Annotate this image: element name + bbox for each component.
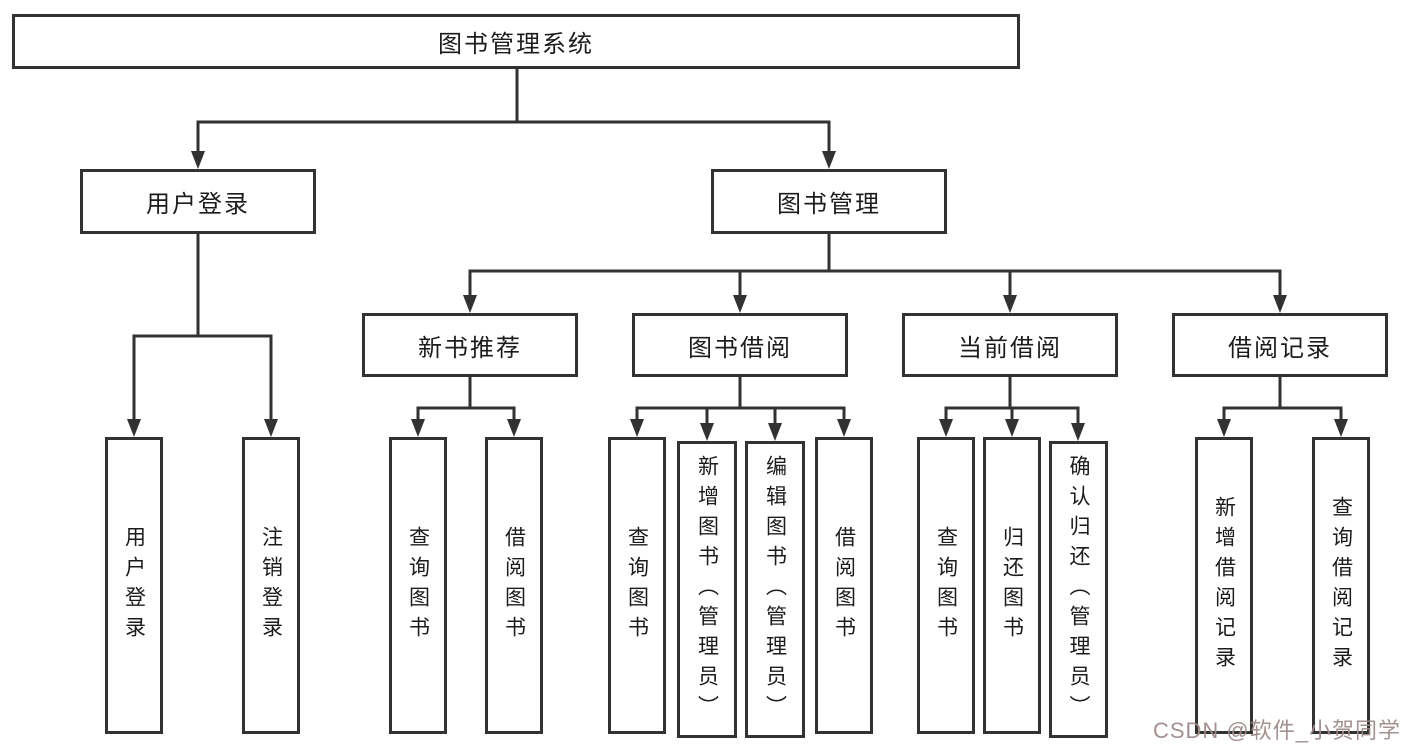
- node-book-borrowing: 图书借阅: [632, 313, 848, 377]
- arrowheads: [127, 151, 1348, 441]
- leaf-label: 借阅图书: [832, 525, 856, 646]
- node-book-management-branch: 图书管理: [711, 169, 947, 234]
- leaf-logout: 注销登录: [242, 437, 300, 734]
- leaf-user-login: 用户登录: [105, 437, 163, 734]
- leaf-confirm-return-admin: 确认归还（管理员）: [1049, 441, 1108, 738]
- node-label: 当前借阅: [958, 334, 1062, 362]
- node-label: 新书推荐: [418, 334, 522, 362]
- leaf-query-borrow-record: 查询借阅记录: [1312, 437, 1370, 734]
- leaf-borrow-books-borrowing: 借阅图书: [815, 437, 873, 734]
- node-label: 图书管理系统: [438, 31, 594, 58]
- leaf-query-books-current: 查询图书: [917, 437, 975, 734]
- leaf-query-books-recommend: 查询图书: [389, 437, 447, 734]
- node-label: 借阅记录: [1228, 334, 1332, 362]
- node-book-management-system: 图书管理系统: [12, 14, 1020, 69]
- leaf-label: 归还图书: [1000, 525, 1024, 646]
- leaf-label: 注销登录: [259, 525, 283, 646]
- node-borrowing-records: 借阅记录: [1172, 313, 1388, 377]
- leaf-label: 用户登录: [122, 525, 146, 646]
- node-label: 图书管理: [777, 191, 881, 218]
- node-user-login-branch: 用户登录: [80, 169, 316, 234]
- leaf-label: 编辑图书（管理员）: [763, 454, 787, 725]
- node-label: 用户登录: [146, 191, 250, 218]
- leaf-label: 查询图书: [934, 525, 958, 646]
- leaf-label: 新增图书（管理员）: [695, 454, 719, 725]
- node-new-book-recommend: 新书推荐: [362, 313, 578, 377]
- leaf-label: 借阅图书: [502, 525, 526, 646]
- node-current-borrowing: 当前借阅: [902, 313, 1118, 377]
- leaf-label: 确认归还（管理员）: [1067, 454, 1090, 725]
- leaf-label: 新增借阅记录: [1212, 495, 1236, 676]
- leaf-edit-books-admin: 编辑图书（管理员）: [745, 441, 805, 738]
- leaf-label: 查询图书: [406, 525, 430, 646]
- leaf-label: 查询借阅记录: [1329, 495, 1353, 676]
- leaf-add-books-admin: 新增图书（管理员）: [677, 441, 737, 738]
- leaf-return-books: 归还图书: [983, 437, 1041, 734]
- leaf-label: 查询图书: [625, 525, 649, 646]
- leaf-add-borrow-record: 新增借阅记录: [1195, 437, 1253, 734]
- csdn-watermark: CSDN @软件_小贺同学: [1152, 718, 1401, 743]
- leaf-query-books-borrowing: 查询图书: [608, 437, 666, 734]
- leaf-borrow-books-recommend: 借阅图书: [485, 437, 543, 734]
- node-label: 图书借阅: [688, 334, 792, 362]
